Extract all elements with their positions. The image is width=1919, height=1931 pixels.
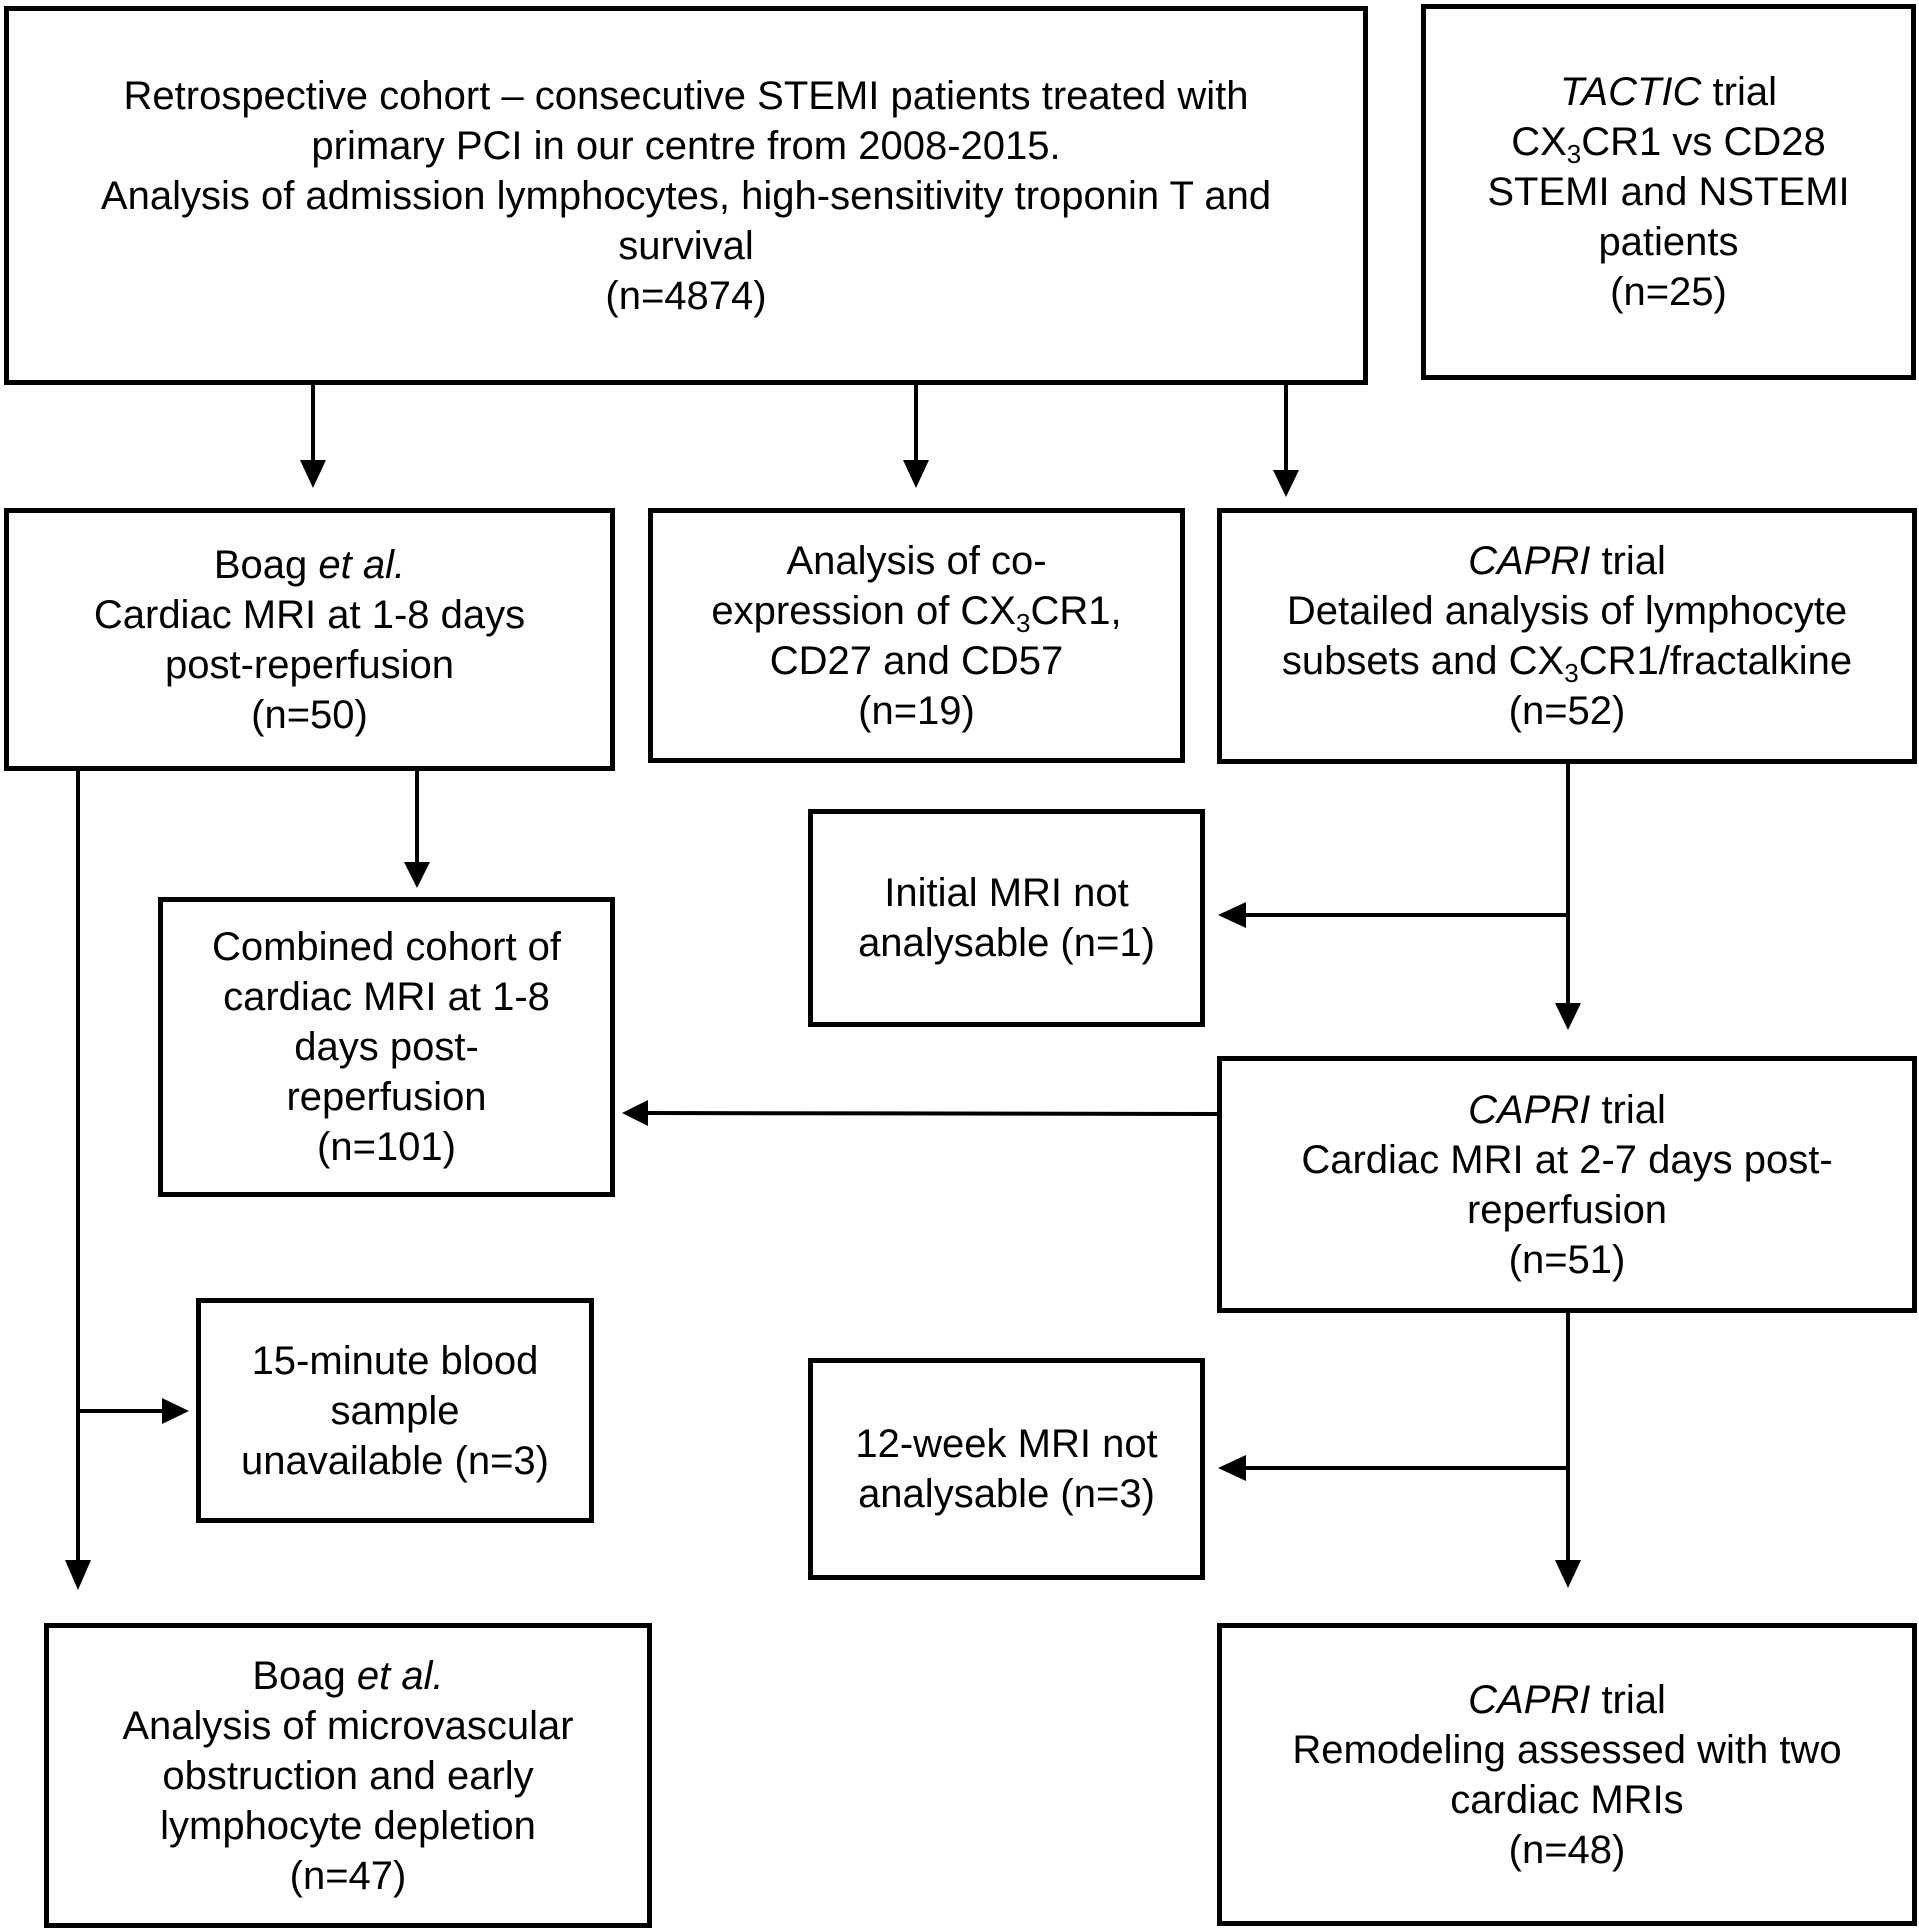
arrowhead-initial-mri [1218,902,1246,928]
tactic-trial-suffix: trial [1701,70,1778,114]
capri-lymphocyte-name: CAPRI [1468,539,1591,583]
tactic-line-2: CX3CR1 vs CD28 [1511,117,1826,167]
combined-line-1: Combined cohort of [211,925,562,969]
capri-mri-line-2: Cardiac MRI at 2-7 days post- [1301,1137,1833,1182]
cohort-line-2: primary PCI in our centre from 2008-2015… [311,123,1061,168]
boag-mvo-etal: et al. [356,1653,444,1698]
blood-sample-line-3: unavailable (n=3) [241,1438,549,1483]
tactic-title: TACTIC trial [1560,67,1777,117]
combined-line-2: cardiac MRI at 1-8 [223,975,550,1019]
tactic-trial-box: TACTIC trial CX3CR1 vs CD28 STEMI and NS… [1421,4,1916,380]
boag-mri-title: Boag et al. [214,540,405,590]
capri-mri-line-3: reperfusion [1466,1187,1668,1232]
boag-mri-etal: et al. [318,542,406,587]
tactic-line-3: STEMI and NSTEMI [1487,170,1850,214]
initial-mri-line-2: analysable (n=1) [858,921,1155,965]
boag-mri-box: Boag et al. Cardiac MRI at 1-8 days post… [4,508,615,771]
boag-mvo-line-4: lymphocyte depletion [160,1803,536,1848]
tactic-cx-subscript: 3 [1566,139,1582,169]
coexpression-line-3: CD27 and CD57 [769,638,1064,683]
boag-mri-line-2: Cardiac MRI at 1-8 days [93,592,526,637]
boag-mvo-author: Boag [252,1653,357,1698]
coexpression-subscript: 3 [1015,607,1031,638]
boag-mvo-line-2: Analysis of microvascular [122,1703,574,1748]
blood-sample-excluded-box: 15-minute blood sample unavailable (n=3) [196,1298,594,1523]
blood-sample-line-2: sample [330,1388,460,1433]
combined-cohort-box: Combined cohort of cardiac MRI at 1-8 da… [158,897,615,1197]
tactic-cx-rest: CR1 vs CD28 [1581,120,1826,164]
tactic-cx: CX [1511,120,1567,164]
arrowhead-blood-sample [162,1398,189,1424]
blood-sample-line-1: 15-minute blood [251,1338,539,1383]
week12-mri-line-2: analysable (n=3) [858,1472,1155,1516]
combined-count: (n=101) [317,1125,456,1169]
initial-mri-excluded-box: Initial MRI not analysable (n=1) [808,809,1205,1027]
capri-remodeling-line-3: cardiac MRIs [1450,1777,1684,1822]
boag-mvo-count: (n=47) [289,1853,407,1898]
capri-remodeling-title: CAPRI trial [1468,1675,1666,1725]
coexpression-count: (n=19) [858,688,975,733]
arrowhead-boag [300,460,326,488]
arrowhead-combined-from-capri [622,1100,648,1126]
capri-remodeling-line-2: Remodeling assessed with two [1292,1727,1842,1772]
capri-mri-name: CAPRI [1468,1087,1591,1132]
arrowhead-12week-mri [1218,1455,1246,1481]
coexpression-line-2: expression of CX3CR1, [711,586,1121,636]
tactic-count: (n=25) [1610,270,1727,314]
capri-lymphocyte-line-3: subsets and CX3CR1/fractalkine [1282,636,1852,686]
coexpression-line-2-pre: expression of CX [711,588,1016,633]
initial-mri-line-1: Initial MRI not [884,871,1129,915]
capri-lymphocyte-line-3-pre: subsets and CX [1281,639,1565,683]
arrowhead-coexpression [903,460,929,488]
cohort-line-4: survival [618,223,754,268]
arrowhead-capri-mri [1555,1003,1581,1030]
capri-remodeling-count: (n=48) [1508,1827,1626,1872]
combined-line-4: reperfusion [286,1075,487,1119]
capri-mri-count: (n=51) [1508,1237,1626,1282]
boag-mri-author: Boag [213,542,319,587]
capri-lymphocyte-title: CAPRI trial [1468,536,1666,586]
capri-mri-title: CAPRI trial [1468,1085,1666,1135]
cohort-count: (n=4874) [605,273,767,318]
boag-mri-count: (n=50) [251,692,368,737]
capri-mri-box: CAPRI trial Cardiac MRI at 2-7 days post… [1217,1056,1917,1313]
arrowhead-capri-remodeling [1555,1560,1581,1588]
boag-mvo-line-3: obstruction and early [162,1753,534,1798]
capri-remodeling-suffix: trial [1590,1677,1666,1722]
tactic-trial-name: TACTIC [1559,70,1702,114]
cohort-line-3: Analysis of admission lymphocytes, high-… [100,173,1272,218]
capri-lymphocyte-count: (n=52) [1508,689,1626,733]
boag-mri-line-3: post-reperfusion [164,642,455,687]
cohort-line-1: Retrospective cohort – consecutive STEMI… [123,73,1249,118]
capri-lymphocyte-line-2: Detailed analysis of lymphocyte [1286,589,1848,633]
arrowhead-boag-mvo [65,1560,91,1590]
connector-capri-mri-to-combined [647,1111,1221,1116]
coexpression-line-2-post: CR1, [1030,588,1122,633]
capri-lymphocyte-line-3-post: CR1/fractalkine [1578,639,1853,683]
capri-lymphocyte-suffix: trial [1590,539,1666,583]
capri-lymphocyte-box: CAPRI trial Detailed analysis of lymphoc… [1217,508,1917,764]
boag-mvo-box: Boag et al. Analysis of microvascular ob… [44,1623,652,1928]
coexpression-box: Analysis of co- expression of CX3CR1, CD… [648,508,1185,763]
capri-remodeling-box: CAPRI trial Remodeling assessed with two… [1217,1623,1917,1926]
week12-mri-excluded-box: 12-week MRI not analysable (n=3) [808,1358,1205,1580]
retrospective-cohort-box: Retrospective cohort – consecutive STEMI… [4,6,1368,385]
coexpression-line-1: Analysis of co- [786,538,1047,583]
capri-lymphocyte-subscript: 3 [1564,658,1579,688]
week12-mri-line-1: 12-week MRI not [855,1422,1158,1466]
capri-mri-suffix: trial [1590,1087,1666,1132]
arrowhead-combined [404,862,430,888]
boag-mvo-title: Boag et al. [252,1651,443,1701]
tactic-line-4: patients [1598,220,1739,264]
arrowhead-capri [1273,470,1299,497]
capri-remodeling-name: CAPRI [1468,1677,1591,1722]
combined-line-3: days post- [294,1025,479,1069]
